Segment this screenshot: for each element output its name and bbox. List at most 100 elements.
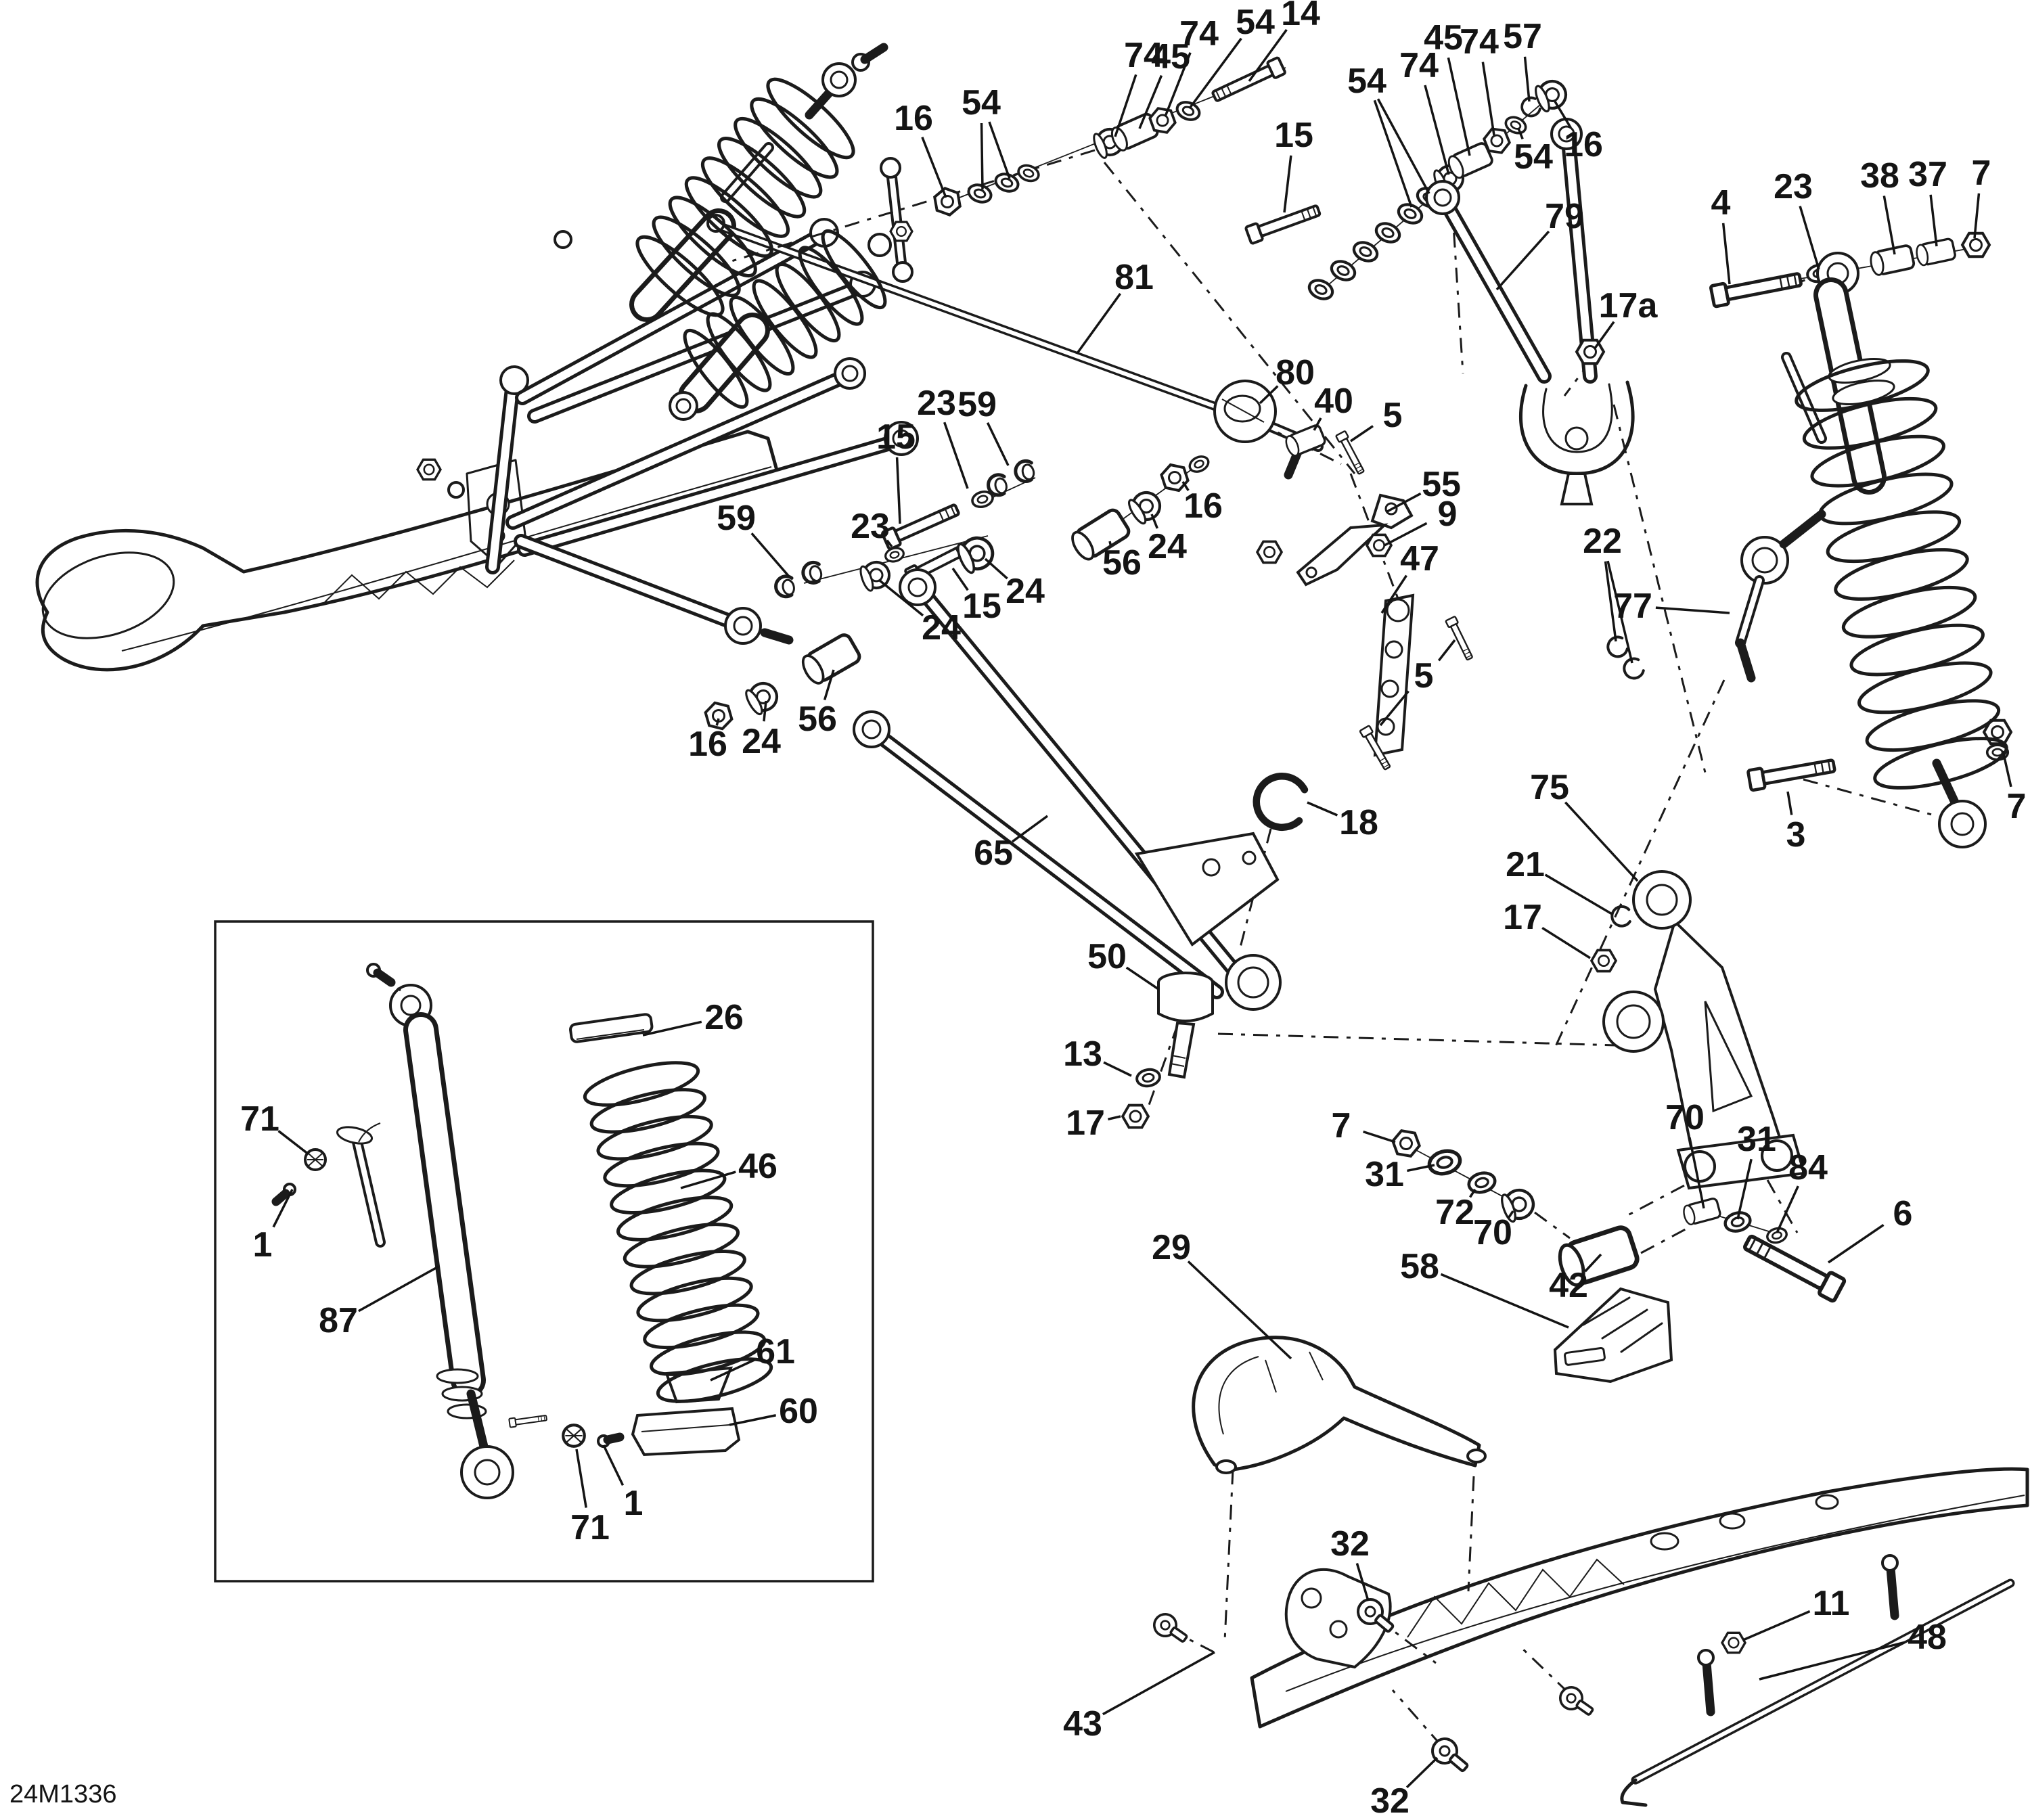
part-callout-80: 80 xyxy=(1276,353,1315,392)
coil-loop xyxy=(656,1357,773,1403)
callout-leader-57 xyxy=(1523,56,1531,102)
coil-loop xyxy=(583,1061,700,1107)
callout-leader-24 xyxy=(984,558,1008,580)
part-callout-7: 7 xyxy=(1332,1106,1351,1145)
callout-leader-23 xyxy=(943,422,969,489)
callout-leader-15 xyxy=(895,457,901,524)
coil-loop xyxy=(636,1276,753,1323)
part-callout-71: 71 xyxy=(570,1508,610,1547)
part-callout-58: 58 xyxy=(1400,1247,1439,1286)
coil-loop xyxy=(821,229,887,310)
part-callout-21: 21 xyxy=(1506,845,1545,884)
callout-leader-4 xyxy=(1721,223,1731,285)
ski-tip-loop xyxy=(41,551,175,639)
part-callout-11: 11 xyxy=(1813,1584,1850,1623)
callout-leader-24 xyxy=(878,579,924,617)
callout-leader-22 xyxy=(1606,560,1633,664)
part-callout-4: 4 xyxy=(1711,183,1731,223)
control-arm-hardware xyxy=(701,380,1476,1129)
part-callout-59: 59 xyxy=(717,499,756,538)
callout-leader-71 xyxy=(575,1449,587,1508)
coil-loop xyxy=(1826,510,1962,564)
callout-leader-16 xyxy=(715,718,720,726)
part-callout-1: 1 xyxy=(624,1484,644,1523)
part-callout-87: 87 xyxy=(319,1301,358,1340)
callout-leader-70 xyxy=(1688,1137,1705,1209)
coil-loop xyxy=(650,1330,767,1376)
part-callout-17a: 17a xyxy=(1599,286,1659,325)
part-callout-84: 84 xyxy=(1788,1148,1828,1187)
part-callout-38: 38 xyxy=(1860,156,1899,196)
callout-leader-80 xyxy=(1259,385,1279,405)
coil-loop xyxy=(1849,623,1985,677)
part-callout-16: 16 xyxy=(1183,486,1223,526)
callout-leader-40 xyxy=(1313,417,1322,431)
part-callout-60: 60 xyxy=(779,1392,818,1431)
part-callout-46: 46 xyxy=(738,1147,777,1186)
callout-leader-23 xyxy=(1799,206,1820,270)
part-callout-47: 47 xyxy=(1400,539,1439,578)
callout-leader-17 xyxy=(1107,1115,1121,1121)
part-callout-56: 56 xyxy=(1102,543,1142,583)
callout-leader-26 xyxy=(642,1020,702,1037)
part-callout-24: 24 xyxy=(1148,527,1187,566)
part-callout-3: 3 xyxy=(1786,815,1806,855)
part-callout-42: 42 xyxy=(1549,1266,1588,1305)
part-callout-50: 50 xyxy=(1087,937,1127,976)
part-callout-59: 59 xyxy=(957,385,997,424)
upper-a-arm-exploded xyxy=(1425,118,1645,681)
part-callout-7: 7 xyxy=(2007,787,2027,826)
part-callout-40: 40 xyxy=(1314,382,1353,421)
part-callout-75: 75 xyxy=(1530,768,1569,807)
callout-leader-70 xyxy=(1507,1210,1514,1219)
coil-loop xyxy=(700,156,790,238)
part-callout-16: 16 xyxy=(1564,125,1603,164)
part-callout-1: 1 xyxy=(253,1225,273,1265)
part-callout-32: 32 xyxy=(1370,1781,1409,1820)
inset-border xyxy=(214,920,874,1583)
callout-leader-24 xyxy=(1150,514,1158,529)
drawing-number: 24M1336 xyxy=(9,1780,116,1808)
callout-leader-7 xyxy=(2002,750,2012,788)
coil-loop xyxy=(668,196,757,277)
callout-leader-15 xyxy=(951,568,969,591)
coil-loop xyxy=(589,1088,706,1134)
part-callout-32: 32 xyxy=(1330,1524,1370,1564)
coil-loop xyxy=(643,1303,760,1350)
part-callout-13: 13 xyxy=(1063,1034,1102,1074)
callout-leader-3 xyxy=(1786,791,1793,815)
part-callout-14: 14 xyxy=(1281,0,1320,33)
callout-leader-74 xyxy=(1114,74,1137,137)
callout-leader-14 xyxy=(1248,28,1288,83)
coil-loop xyxy=(1841,585,1977,639)
callout-leader-1 xyxy=(272,1189,294,1228)
callout-leader-56 xyxy=(823,669,835,701)
part-callout-70: 70 xyxy=(1473,1213,1512,1252)
callout-leader-72 xyxy=(1469,1189,1476,1198)
callout-leader-58 xyxy=(1440,1273,1569,1329)
coil-loop xyxy=(1873,737,2008,790)
part-callout-55: 55 xyxy=(1422,465,1461,504)
callout-leader-54 xyxy=(988,121,1011,179)
callout-leader-31 xyxy=(1736,1158,1753,1220)
coil-loop xyxy=(603,1141,720,1188)
coil-loop xyxy=(652,215,741,298)
callout-leader-45 xyxy=(1138,74,1163,129)
front-shock-exploded xyxy=(1711,231,2012,848)
part-callout-29: 29 xyxy=(1152,1228,1191,1267)
part-callout-23: 23 xyxy=(917,384,956,423)
callout-leader-5 xyxy=(1437,639,1456,662)
part-callout-16: 16 xyxy=(688,725,727,764)
part-callout-48: 48 xyxy=(1908,1618,1947,1657)
callout-leader-74 xyxy=(1424,85,1450,175)
callout-leader-59 xyxy=(986,422,1010,466)
part-callout-54: 54 xyxy=(1514,137,1553,177)
callout-leader-6 xyxy=(1828,1223,1885,1264)
part-callout-17: 17 xyxy=(1503,898,1542,937)
callout-leader-45 xyxy=(1447,57,1471,156)
part-callout-16: 16 xyxy=(894,99,933,138)
callout-leader-54 xyxy=(1373,99,1413,208)
coil-loop xyxy=(1865,699,2001,752)
callout-leader-5 xyxy=(1379,690,1409,727)
